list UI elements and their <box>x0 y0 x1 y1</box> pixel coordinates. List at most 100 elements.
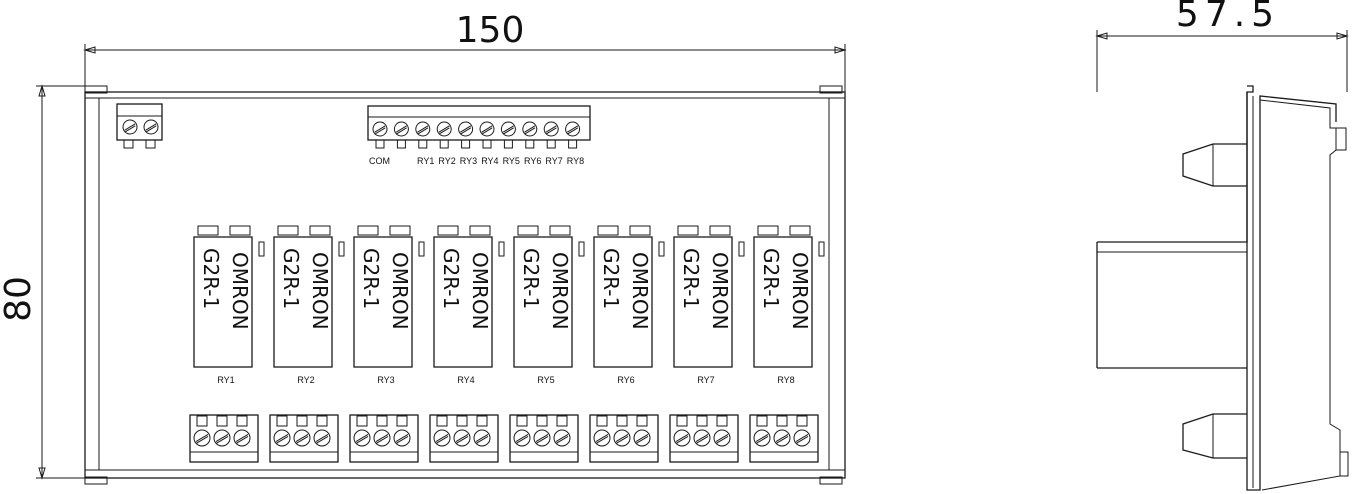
screw-icon <box>793 429 811 447</box>
relay-label: RY5 <box>537 375 554 385</box>
screw-icon <box>353 429 371 447</box>
relay-label: RY7 <box>697 375 714 385</box>
screw-icon <box>553 429 571 447</box>
relay-label: RY6 <box>617 375 634 385</box>
relay-label: RY1 <box>217 375 234 385</box>
output-terminal-block <box>429 414 499 463</box>
relay-body <box>273 236 333 368</box>
screw-icon <box>693 429 711 447</box>
rail-clip <box>84 476 108 485</box>
relay-brand: OMRON <box>308 252 332 330</box>
rail-clip <box>84 85 108 94</box>
channel-label: RY7 <box>545 156 562 166</box>
output-terminal-block <box>749 414 819 463</box>
screw-icon <box>373 429 391 447</box>
channel-label: RY6 <box>524 156 541 166</box>
relay-body <box>753 236 813 368</box>
screw-icon <box>513 429 531 447</box>
screw-icon <box>213 429 231 447</box>
side-housing <box>1097 85 1254 243</box>
screw-icon <box>273 429 291 447</box>
relay-model: G2R-1 <box>359 248 383 309</box>
screw-icon <box>565 121 581 137</box>
led-indicator <box>818 241 825 257</box>
relay-brand: OMRON <box>548 252 572 330</box>
channel-label: RY3 <box>460 156 477 166</box>
board-outline <box>84 91 846 479</box>
output-terminal-block <box>269 414 339 463</box>
screw-icon <box>372 121 388 137</box>
relay-body <box>433 236 493 368</box>
relay-label: RY2 <box>297 375 314 385</box>
led-indicator <box>498 241 505 257</box>
relay-brand: OMRON <box>228 252 252 330</box>
relay-brand: OMRON <box>708 252 732 330</box>
screw-icon <box>415 121 431 137</box>
relay-model: G2R-1 <box>439 248 463 309</box>
screw-icon <box>500 121 516 137</box>
bottom-latch <box>1182 413 1247 459</box>
rail-clip <box>819 476 843 485</box>
relay-body <box>513 236 573 368</box>
output-terminal-block <box>669 414 739 463</box>
screw-icon <box>673 429 691 447</box>
screw-icon <box>543 121 559 137</box>
screw-icon <box>433 429 451 447</box>
output-terminal-block <box>589 414 659 463</box>
relay-body <box>193 236 253 368</box>
screw-icon <box>233 429 251 447</box>
led-indicator <box>338 241 345 257</box>
led-indicator <box>658 241 665 257</box>
screw-icon <box>633 429 651 447</box>
screw-icon <box>458 121 474 137</box>
screw-icon <box>143 119 159 135</box>
screw-icon <box>293 429 311 447</box>
channel-label: RY2 <box>438 156 455 166</box>
screw-icon <box>522 121 538 137</box>
screw-icon <box>393 429 411 447</box>
output-terminal-block <box>189 414 259 463</box>
depth-dimension: 57.5 <box>1095 0 1349 92</box>
relay-brand: OMRON <box>388 252 412 330</box>
screw-icon <box>313 429 331 447</box>
screw-icon <box>453 429 471 447</box>
screw-icon <box>753 429 771 447</box>
channel-label: RY1 <box>417 156 434 166</box>
led-indicator <box>738 241 745 257</box>
output-terminal-block <box>509 414 579 463</box>
relay-model: G2R-1 <box>519 248 543 309</box>
top-latch <box>1182 143 1247 187</box>
screw-icon <box>393 121 409 137</box>
relay-label: RY8 <box>777 375 794 385</box>
screw-icon <box>533 429 551 447</box>
led-indicator <box>418 241 425 257</box>
output-terminal-block <box>349 414 419 463</box>
width-dimension-label: 150 <box>456 10 525 51</box>
channel-label: RY8 <box>567 156 584 166</box>
height-dimension: 80 <box>0 84 92 480</box>
relay-body <box>673 236 733 368</box>
relay-model: G2R-1 <box>199 248 223 309</box>
relay-model: G2R-1 <box>679 248 703 309</box>
screw-icon <box>713 429 731 447</box>
height-dimension-label: 80 <box>0 276 39 322</box>
channel-label: RY4 <box>481 156 498 166</box>
screw-icon <box>436 121 452 137</box>
relay-model: G2R-1 <box>599 248 623 309</box>
led-indicator <box>258 241 265 257</box>
screw-icon <box>613 429 631 447</box>
relay-brand: OMRON <box>788 252 812 330</box>
screw-icon <box>593 429 611 447</box>
screw-icon <box>122 119 138 135</box>
rail-clip <box>819 85 843 94</box>
relay-body <box>353 236 413 368</box>
